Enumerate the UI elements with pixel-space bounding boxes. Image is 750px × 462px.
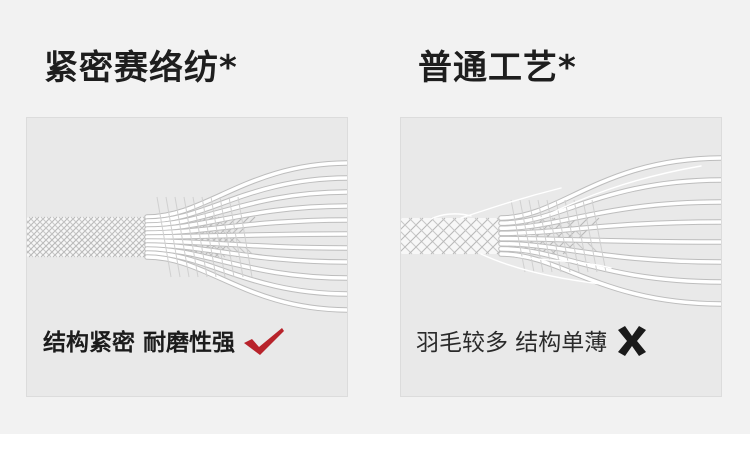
standard-yarn-caption-text: 羽毛较多 结构单薄 (416, 330, 608, 356)
compact-yarn-panel: 结构紧密 耐磨性强 (26, 117, 348, 397)
compact-yarn-caption-text: 结构紧密 耐磨性强 (43, 330, 236, 356)
standard-process-heading: 普通工艺* (418, 48, 577, 88)
standard-yarn-panel: 羽毛较多 结构单薄 (400, 117, 722, 397)
standard-yarn-caption: 羽毛较多 结构单薄 (416, 326, 649, 360)
checkmark-icon (243, 326, 285, 360)
cross-icon (615, 326, 649, 360)
compact-siro-heading: 紧密赛络纺* (44, 48, 238, 88)
compact-yarn-illustration (27, 160, 347, 313)
compact-yarn-caption: 结构紧密 耐磨性强 (43, 326, 285, 360)
bottom-band (0, 434, 750, 462)
standard-yarn-illustration (401, 155, 721, 307)
